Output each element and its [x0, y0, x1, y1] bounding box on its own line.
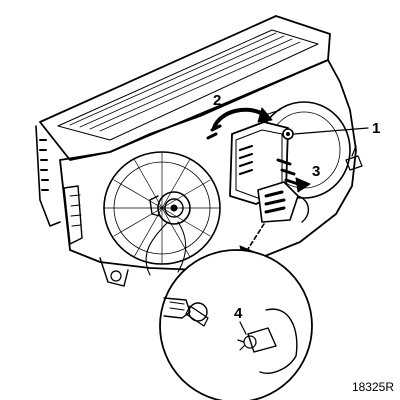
- lens-edge-hatching: [39, 139, 49, 191]
- callout-1-label: 1: [372, 120, 381, 137]
- callout-3-label: 3: [312, 163, 321, 180]
- left-bulb-holder: [157, 191, 191, 225]
- detail-bulb: [247, 327, 277, 353]
- detail-arrow-dashed: [245, 223, 265, 253]
- callout-4-label: 4: [234, 305, 243, 322]
- lens-edge: [35, 125, 61, 227]
- ghost-rotation-lines: [206, 124, 222, 140]
- bulb-wiring: [145, 221, 169, 276]
- callout-1-leader: [293, 127, 369, 135]
- pull-arrow: [276, 158, 300, 186]
- adjuster-bolt: [345, 155, 363, 171]
- lens-ribs: [69, 32, 301, 132]
- detail-connector: [163, 297, 191, 319]
- headlamp-housing: [59, 59, 357, 271]
- left-bracket: [63, 185, 83, 245]
- mounting-hole: [110, 270, 122, 282]
- callout-4-leader: [239, 321, 247, 335]
- mounting-tab: [99, 257, 129, 287]
- callout-2-label: 2: [213, 92, 222, 109]
- lens-inner-edge: [57, 29, 319, 141]
- figure-reference-code: 18325R: [351, 380, 394, 394]
- detail-circle: [159, 249, 313, 400]
